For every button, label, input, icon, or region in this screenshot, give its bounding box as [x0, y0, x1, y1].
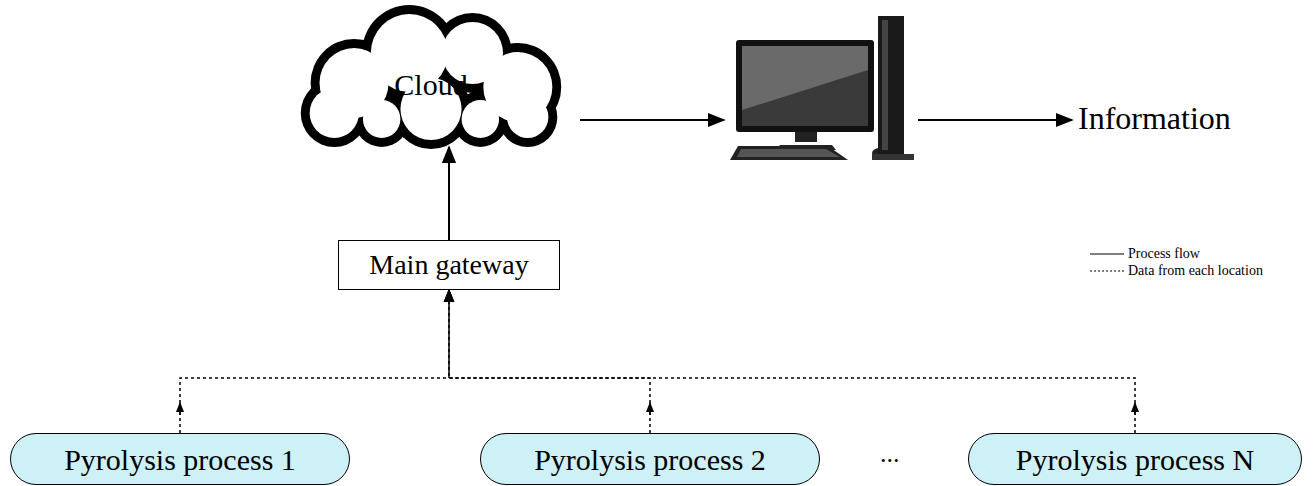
flow-connector [448, 147, 450, 240]
data-connector [449, 290, 650, 433]
process-pill: Pyrolysis process 1 [10, 433, 350, 485]
computer-icon [730, 16, 914, 160]
node-text: Pyrolysis process 1 [64, 443, 296, 476]
process-pill: Pyrolysis process 2 [480, 433, 820, 485]
legend: Process flowData from each location [1090, 245, 1263, 279]
legend-text: Data from each location [1128, 263, 1263, 279]
node-text: Main gateway [369, 250, 528, 281]
legend-text: Process flow [1128, 246, 1200, 262]
data-connector [449, 290, 1135, 433]
flow-arrow [918, 119, 1072, 121]
flow-arrow [580, 119, 724, 121]
cloud-node: Cloud [283, 1, 579, 151]
process-pill: Pyrolysis process N [968, 433, 1302, 485]
ellipsis-label: ... [880, 440, 900, 469]
node-text: Cloud [394, 68, 467, 101]
data-connector [180, 290, 449, 433]
output-label: Information [1078, 101, 1231, 136]
legend-sample [1090, 266, 1124, 276]
node-text: Pyrolysis process N [1016, 443, 1254, 476]
legend-row: Data from each location [1090, 262, 1263, 279]
legend-row: Process flow [1090, 245, 1263, 262]
branch-arrowhead [1134, 403, 1136, 415]
legend-sample [1090, 249, 1124, 259]
gateway-box: Main gateway [338, 240, 560, 290]
node-text: Pyrolysis process 2 [534, 443, 766, 476]
branch-arrowhead [179, 403, 181, 415]
branch-arrowhead [649, 403, 651, 415]
